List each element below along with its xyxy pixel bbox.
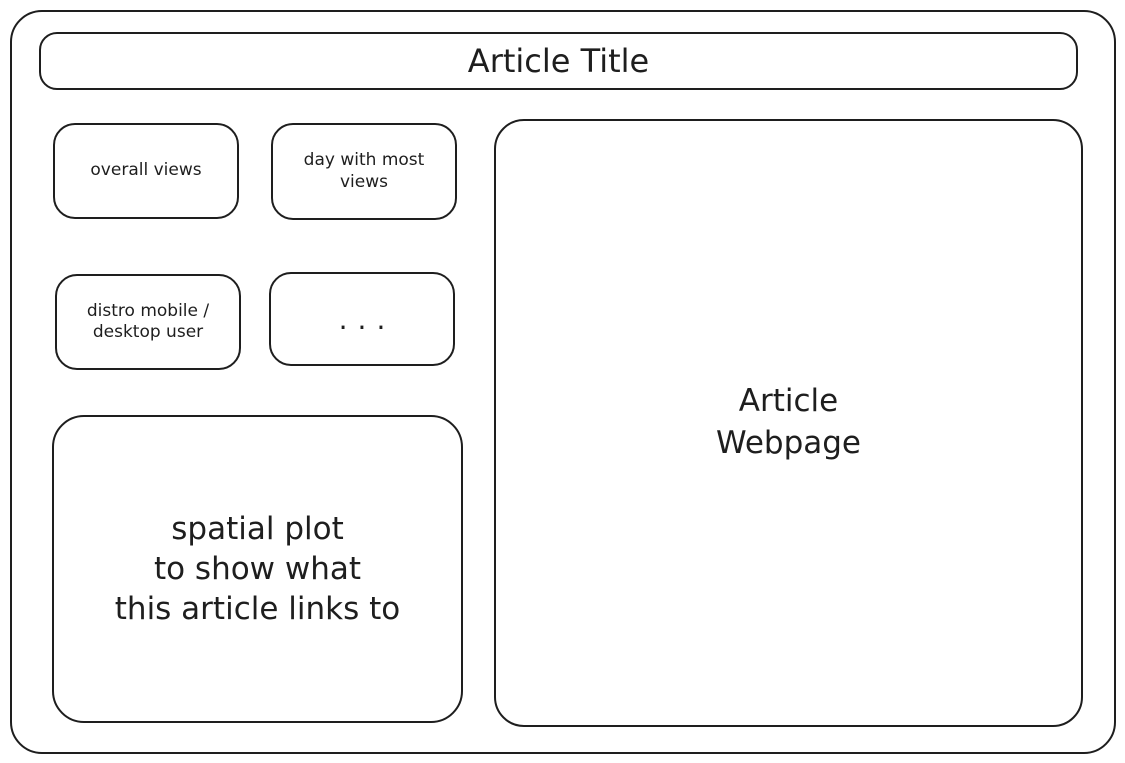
spatial-plot-label: spatial plot to show what this article l… — [114, 510, 401, 628]
article-webpage-panel: Article Webpage — [494, 119, 1083, 727]
article-webpage-label: Article Webpage — [715, 383, 861, 461]
spatial-plot-panel: spatial plot to show what this article l… — [52, 415, 463, 723]
distro-users-card: distro mobile / desktop user — [55, 274, 241, 370]
more-stats-card: ... — [269, 272, 455, 366]
overall-views-card: overall views — [53, 123, 239, 219]
day-most-views-label: day with most views — [303, 150, 425, 192]
more-stats-label: ... — [338, 302, 396, 336]
article-title-bar: Article Title — [39, 32, 1078, 90]
overall-views-label: overall views — [90, 160, 202, 181]
article-title: Article Title — [467, 42, 650, 80]
distro-users-label: distro mobile / desktop user — [86, 300, 210, 342]
day-most-views-card: day with most views — [271, 123, 457, 220]
